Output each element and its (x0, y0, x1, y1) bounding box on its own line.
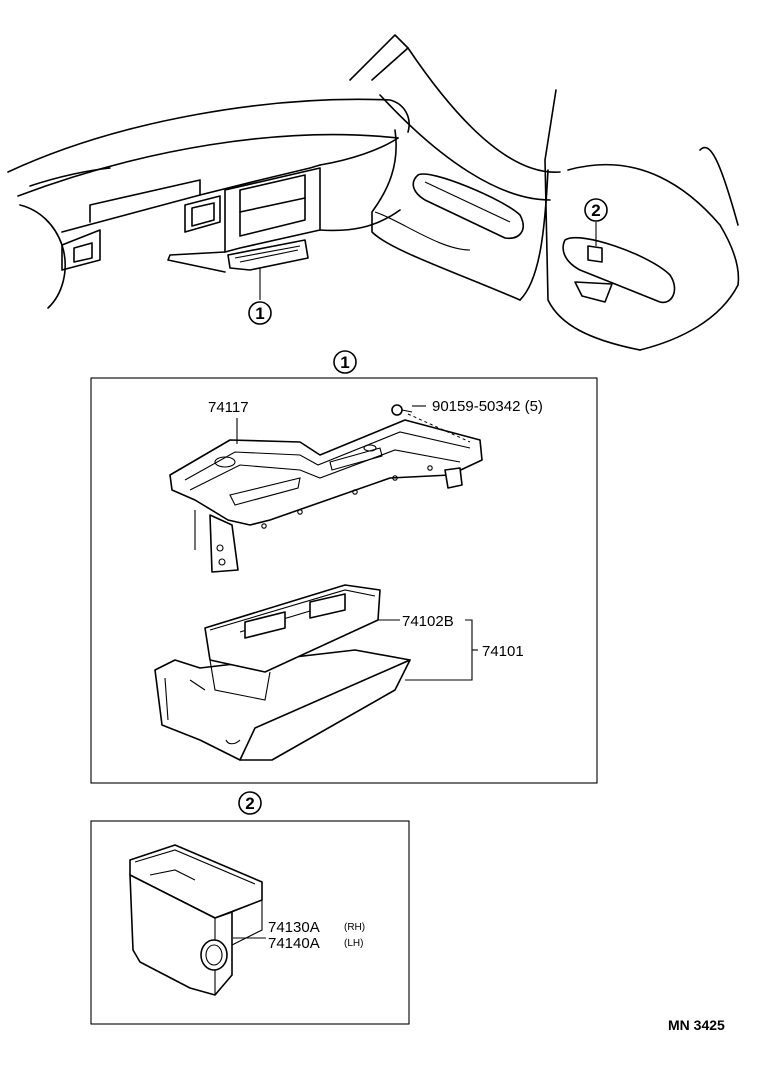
svg-text:1: 1 (340, 353, 349, 372)
label-74102B: 74102B (402, 613, 454, 630)
diagram-code: MN 3425 (668, 1017, 725, 1033)
label-90159-50342: 90159-50342 (5) (432, 398, 543, 415)
label-74130A-side: (RH) (344, 922, 365, 933)
rear-ashtray-74130A (129, 844, 266, 996)
dashboard-overview (7, 34, 561, 309)
panel-1-frame (90, 377, 598, 784)
label-74117: 74117 (208, 399, 249, 416)
svg-text:2: 2 (591, 201, 600, 220)
screw-90159 (391, 404, 471, 443)
svg-text:2: 2 (245, 794, 254, 813)
svg-text:1: 1 (255, 304, 264, 323)
label-74130A: 74130A (268, 919, 320, 936)
callout-1-overview: 1 (248, 301, 272, 325)
label-74140A: 74140A (268, 935, 320, 952)
glove-box-assembly (154, 584, 411, 761)
callout-1-panel-header: 1 (333, 350, 357, 374)
label-74140A-side: (LH) (344, 938, 363, 949)
panel-2-frame (90, 820, 410, 1025)
callout-2-panel-header: 2 (238, 791, 262, 815)
bracket-74117 (169, 418, 483, 573)
leader-74102B-74101 (378, 619, 478, 681)
callout-2-overview: 2 (584, 198, 608, 222)
label-74101: 74101 (482, 643, 524, 660)
doors-overview (371, 89, 740, 351)
